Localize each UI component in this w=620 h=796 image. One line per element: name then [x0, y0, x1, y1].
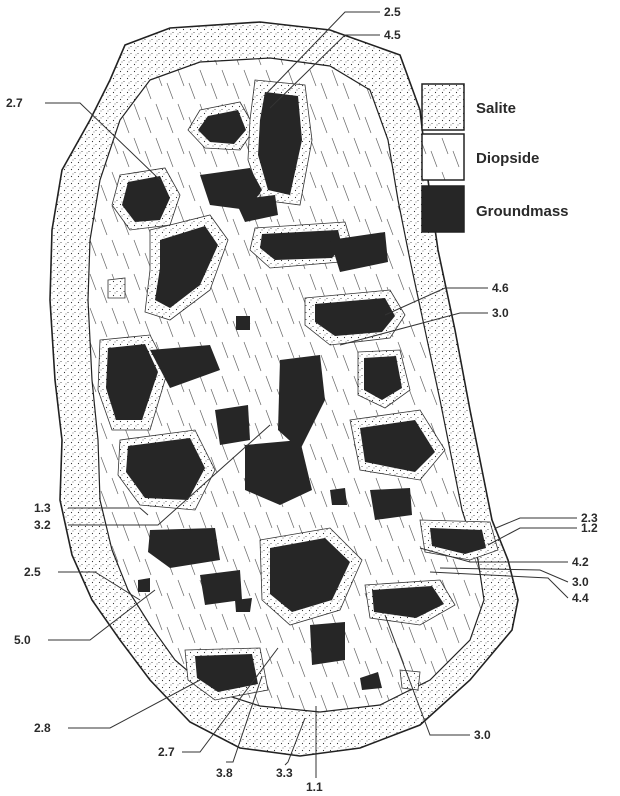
- callout-label: 4.2: [572, 555, 589, 569]
- legend: Salite Diopside Groundmass: [422, 84, 569, 232]
- legend-item-salite: Salite: [422, 84, 516, 130]
- callout-label: 1.1: [306, 780, 323, 794]
- callout-label: 3.0: [474, 728, 491, 742]
- callout-label: 5.0: [14, 633, 31, 647]
- legend-label-groundmass: Groundmass: [476, 203, 569, 220]
- callout-label: 2.7: [158, 745, 175, 759]
- callout-label: 3.2: [34, 518, 51, 532]
- legend-swatch-salite: [422, 84, 464, 130]
- legend-label-diopside: Diopside: [476, 150, 539, 167]
- legend-label-salite: Salite: [476, 100, 516, 117]
- callout-label: 2.5: [24, 565, 41, 579]
- legend-swatch-diopside: [422, 134, 464, 180]
- callout-label: 3.8: [216, 766, 233, 780]
- legend-item-groundmass: Groundmass: [422, 186, 569, 232]
- callout-label: 4.6: [492, 281, 509, 295]
- callout-label: 1.2: [581, 521, 598, 535]
- callout-label: 2.8: [34, 721, 51, 735]
- legend-item-diopside: Diopside: [422, 134, 539, 180]
- callout-label: 3.0: [572, 575, 589, 589]
- callout-label: 2.5: [384, 5, 401, 19]
- callout-label: 1.3: [34, 501, 51, 515]
- legend-swatch-groundmass: [422, 186, 464, 232]
- callout-label: 2.7: [6, 96, 23, 110]
- callout-label: 3.3: [276, 766, 293, 780]
- callout-label: 3.0: [492, 306, 509, 320]
- callout-label: 4.4: [572, 591, 589, 605]
- callout-label: 4.5: [384, 28, 401, 42]
